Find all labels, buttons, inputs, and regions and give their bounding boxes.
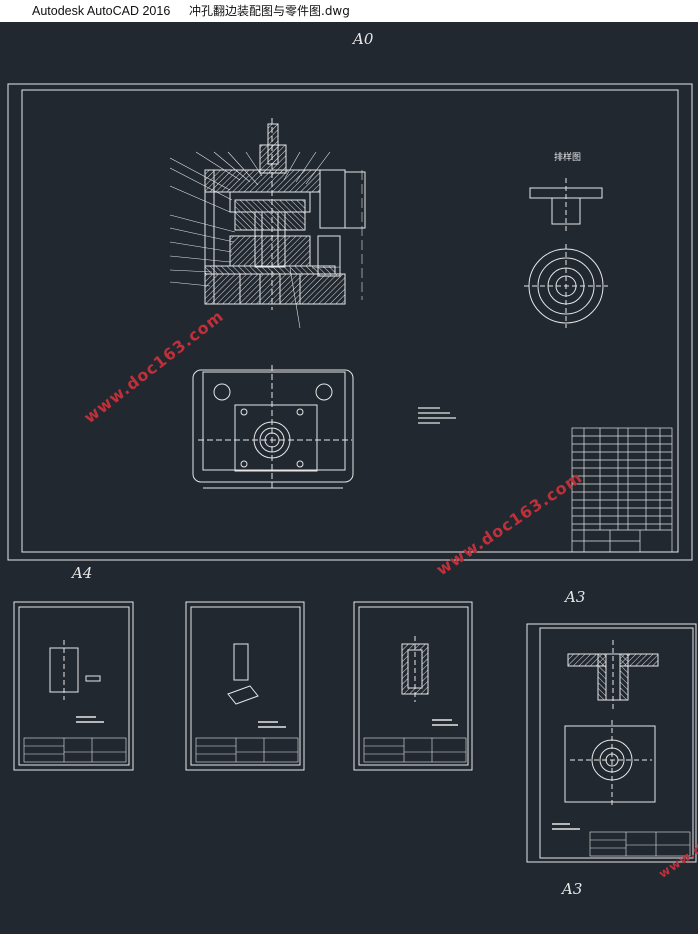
plan-view [192,365,354,490]
title-block-a0 [571,427,673,553]
drawing-svg: 排样图 [7,83,697,863]
notes-block [418,407,456,424]
blank-layout-view [524,178,608,328]
title-bar: Autodesk AutoCAD 2016 冲孔翻边装配图与零件图.dwg [0,0,698,22]
blank-layout-title: 排样图 [554,151,581,163]
sheet-a4-1[interactable] [13,601,134,771]
assembly-section-view [204,118,366,310]
sheet-a0[interactable] [7,83,693,561]
sheet-a4-3[interactable] [353,601,473,771]
sheet-a4-2[interactable] [185,601,305,771]
sheet-label-a0: A0 [353,30,374,48]
drawing-canvas[interactable]: 排样图 A0 A4 A3 A3 www.doc163.com www.doc16… [0,22,698,929]
sheet-label-a3-lower: A3 [562,880,583,898]
file-name: 冲孔翻边装配图与零件图.dwg [189,4,350,18]
sheet-a3[interactable] [526,623,697,863]
sheet-label-a4: A4 [72,564,93,582]
leader-lines [169,151,363,329]
app-title: Autodesk AutoCAD 2016 [32,4,171,18]
sheet-label-a3-upper: A3 [565,588,586,606]
